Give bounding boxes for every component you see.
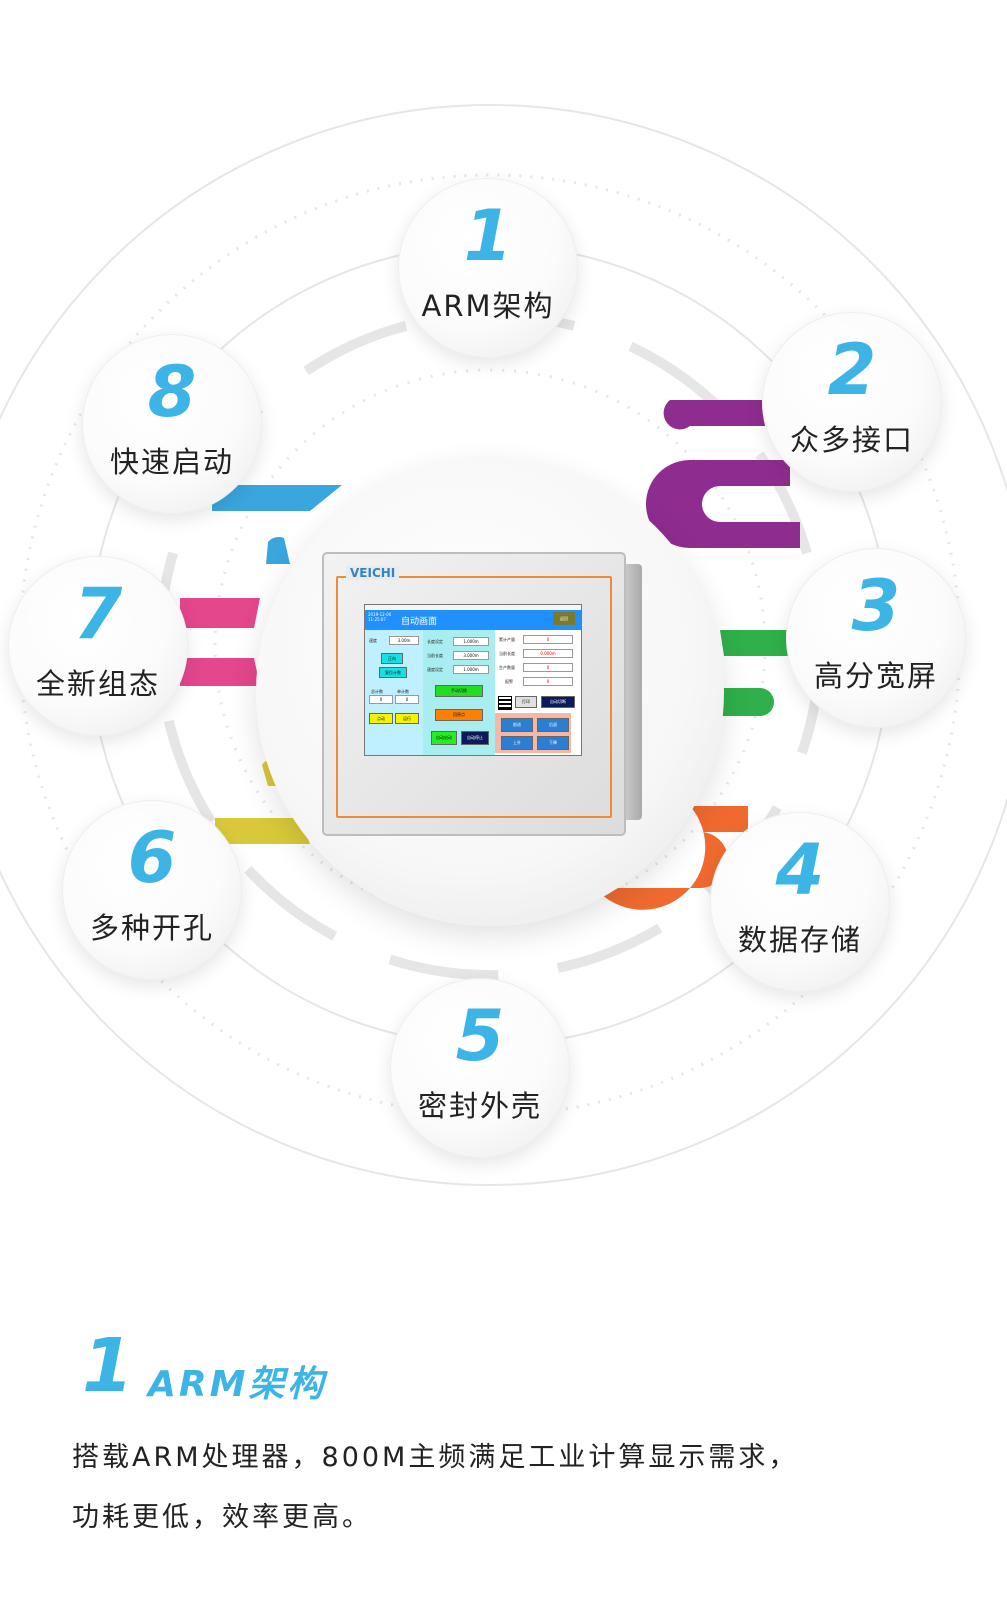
screen-return-button[interactable]: 返回	[553, 612, 575, 625]
feature-label: 高分宽屏	[813, 659, 938, 693]
speed-value: 3.00m	[389, 636, 419, 645]
screen-title: 自动画面	[401, 617, 438, 627]
feature-bubble-7: 7 全新组态	[8, 556, 188, 736]
single-count-label: 单计数	[397, 689, 409, 694]
feature-number: 8	[147, 351, 197, 433]
feature-bubble-5: 5 密封外壳	[390, 978, 570, 1158]
production-qty-value: 0	[523, 663, 573, 672]
feature-label: 数据存储	[737, 923, 862, 957]
auto-cut-button[interactable]: 自动切断	[541, 696, 575, 708]
total-count-label: 总计数	[371, 689, 383, 694]
screen-left-pane	[365, 630, 423, 755]
alarm-value: 0	[523, 677, 573, 686]
auto-start-button[interactable]: 自动启动	[431, 731, 457, 745]
section-description: 搭载ARM处理器，800M主频满足工业计算显示需求， 功耗更低，效率更高。	[72, 1428, 932, 1548]
section-title: ARM架构	[148, 1364, 327, 1405]
speed-setting-value: 1.000m	[453, 665, 489, 674]
description-line-1: 搭载ARM处理器，800M主频满足工业计算显示需求，	[72, 1442, 799, 1473]
hmi-device: VEICHI 2019-12-06 11:25:07 自动画面 返回 速度 3.…	[322, 552, 644, 842]
forward-button[interactable]: 正向	[381, 653, 403, 664]
speed-setting-label: 速度设定	[427, 667, 443, 672]
feature-number: 2	[827, 329, 877, 411]
feature-number: 3	[851, 565, 901, 647]
grid-button-3[interactable]: 上升	[501, 736, 533, 750]
device-frame-line	[336, 576, 612, 818]
description-line-2: 功耗更低，效率更高。	[72, 1502, 372, 1533]
feature-bubble-8: 8 快速启动	[82, 334, 262, 514]
total-count-value: 0	[369, 695, 393, 704]
device-screen: 2019-12-06 11:25:07 自动画面 返回 速度 3.00m 正向 …	[364, 604, 582, 756]
production-qty-label: 生产数量	[499, 665, 515, 670]
feature-bubble-4: 4 数据存储	[710, 812, 890, 992]
feature-label: 多种开孔	[89, 911, 214, 945]
right-length-value: 0.000m	[523, 649, 573, 658]
print-button[interactable]: 打印	[515, 696, 537, 708]
screen-date: 2019-12-06 11:25:07	[368, 612, 398, 622]
home-button[interactable]: 回原点	[435, 709, 483, 721]
device-side	[622, 564, 642, 820]
screen-date-line1: 2019-12-06	[368, 612, 392, 617]
feature-number: 7	[73, 573, 123, 655]
grid-button-4[interactable]: 下降	[537, 736, 569, 750]
connector-8	[212, 485, 342, 564]
length-setting-label: 长度设定	[427, 639, 443, 644]
connector-4	[595, 806, 748, 910]
current-length-label: 当前长度	[427, 653, 443, 658]
alarm-label: 报警	[505, 679, 513, 684]
device-brand: VEICHI	[346, 566, 400, 580]
current-length-value: 3.000m	[453, 651, 489, 660]
feature-bubble-1: 1 ARM架构	[398, 178, 578, 358]
connector-3	[720, 630, 790, 716]
feature-bubble-3: 3 高分宽屏	[786, 548, 966, 728]
screen-titlebar	[365, 610, 581, 630]
auto-stop-button[interactable]: 自动停止	[461, 731, 489, 745]
right-length-label: 当前长度	[499, 651, 515, 656]
single-count-value: 0	[395, 695, 419, 704]
run-button[interactable]: 运行	[395, 713, 419, 724]
feature-number: 4	[775, 829, 825, 911]
section-number: 1	[82, 1323, 134, 1409]
screen-topbar	[365, 605, 581, 610]
jog-button[interactable]: 点动	[369, 713, 393, 724]
feature-label: 快速启动	[109, 445, 234, 479]
feature-label: 众多接口	[789, 423, 914, 457]
grid-button-2[interactable]: 后退	[537, 718, 569, 732]
total-output-label: 累计产量	[499, 637, 515, 642]
manual-switch-button[interactable]: 手动切换	[435, 685, 483, 697]
feature-label: 全新组态	[35, 667, 160, 701]
feature-bubble-2: 2 众多接口	[762, 312, 942, 492]
speed-label: 速度	[369, 638, 377, 643]
feature-bubble-6: 6 多种开孔	[62, 800, 242, 980]
feature-number: 6	[127, 817, 177, 899]
total-output-value: 0	[523, 635, 573, 644]
feature-diagram: VEICHI 2019-12-06 11:25:07 自动画面 返回 速度 3.…	[0, 104, 1007, 1186]
feature-label: 密封外壳	[417, 1089, 542, 1123]
feature-label: ARM架构	[421, 289, 555, 323]
connector-7	[180, 598, 260, 686]
grid-button-1[interactable]: 前进	[501, 718, 533, 732]
length-setting-value: 1.000m	[453, 637, 489, 646]
reset-count-button[interactable]: 复位计数	[379, 667, 407, 678]
screen-date-line2: 11:25:07	[368, 617, 386, 622]
feature-number: 5	[455, 995, 505, 1077]
qr-code	[498, 696, 512, 710]
feature-number: 1	[463, 195, 513, 277]
